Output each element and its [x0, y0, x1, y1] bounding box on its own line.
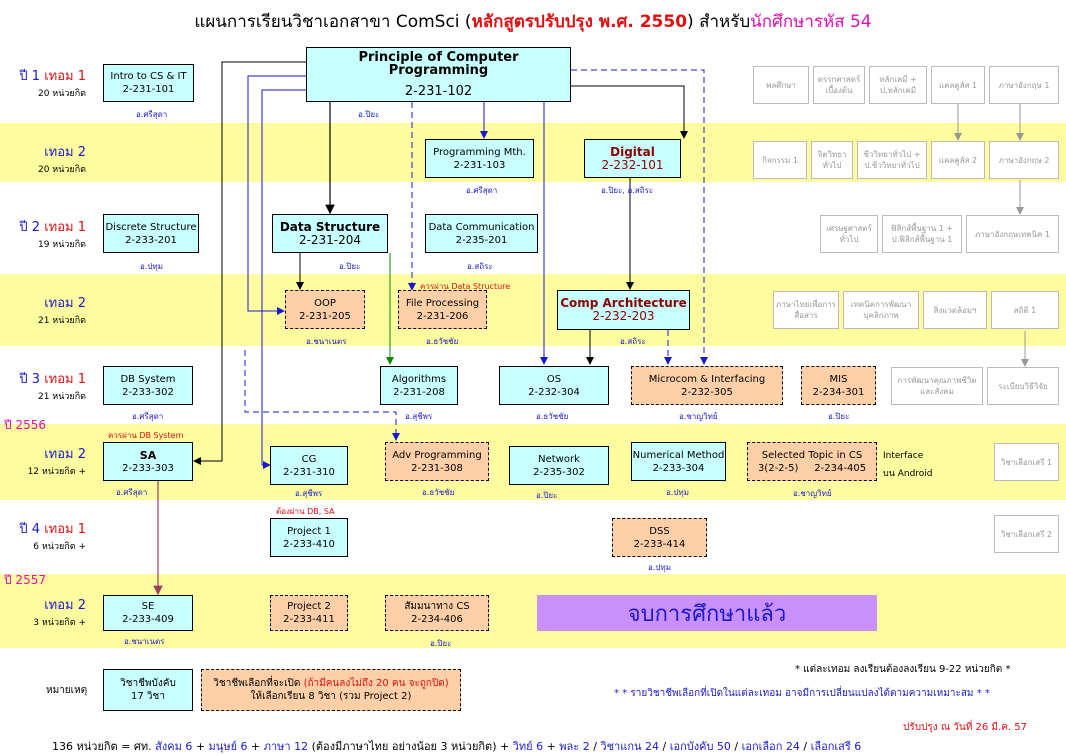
teacher-sa: อ.ศรีสุดา — [116, 488, 148, 497]
teacher-adv-programming: อ.ธวัชชัย — [422, 488, 455, 497]
gen-r3-0: เศรษฐศาสตร์ทั่วไป — [820, 215, 878, 253]
gen-r5-0: การพัฒนาคุณภาพชีวิตและสังคม — [891, 367, 983, 405]
note-credits-per-term: * แต่ละเทอม ลงเรียนต้องลงเรียน 9-22 หน่ว… — [795, 664, 1011, 675]
teacher-data-structure: อ.ปิยะ — [339, 262, 361, 271]
gen-r1-2: หลักเคมี + ป.หลักเคมี — [869, 66, 927, 104]
updated-date: ปรับปรุง ณ วันที่ 26 มี.ค. 57 — [903, 722, 1027, 733]
teacher-data-comm: อ.สถิระ — [467, 262, 493, 271]
gen-r4-0: ภาษาไทยเพื่อการสื่อสาร — [773, 291, 839, 329]
teacher-intro: อ.ศรีสุดา — [136, 110, 168, 119]
gen-r2-4: ภาษาอังกฤษ 2 — [989, 141, 1059, 179]
legend-elective-box: วิชาชีพเลือกที่จะเปิด (ถ้ามีคนลงไม่ถึง 2… — [201, 669, 461, 711]
gen-r1-0: พลศึกษา — [753, 66, 809, 104]
fp-prereq-note: ควรผ่าน Data Structure — [420, 282, 511, 291]
teacher-os: อ.ธวัชชัย — [536, 412, 569, 421]
teacher-dss: อ.ปทุม — [648, 563, 671, 572]
year-mark-2557: ปี 2557 — [4, 573, 46, 587]
sa-prereq-note: ควรผ่าน DB System — [108, 431, 184, 440]
teacher-cg: อ.สุชีพร — [295, 489, 323, 498]
gen-r4-1: เทคนิคการพัฒนาบุคลิกภาพ — [843, 291, 919, 329]
teacher-se: อ.ชนาเนตร — [124, 637, 165, 646]
teacher-pcp: อ.ปิยะ — [358, 110, 380, 119]
course-prog-mth[interactable]: Programming Mth.2-231-103 — [425, 139, 534, 178]
gen-r2-3: แคลคูลัส 2 — [931, 141, 985, 179]
legend-label: หมายเหตุ — [46, 685, 88, 696]
gen-r6-0: วิชาเลือกเสรี 1 — [994, 443, 1059, 481]
teacher-comp-arch: อ.สถิระ — [620, 337, 646, 346]
gen-r5-1: ระเบียบวิธีวิจัย — [987, 367, 1059, 405]
teacher-numerical: อ.ปทุม — [666, 488, 689, 497]
teacher-discrete: อ.ปทุม — [140, 262, 163, 271]
graduated-banner: จบการศึกษาแล้ว — [537, 595, 877, 631]
teacher-seminar: อ.ปิยะ — [430, 639, 452, 648]
gen-r2-2: ชีววิทยาทั่วไป + ป.ชีววิทยาทั่วไป — [857, 141, 927, 179]
teacher-mis: อ.ปิยะ — [828, 412, 850, 421]
page-title: แผนการเรียนวิชาเอกสาขา ComSci (หลักสูตรป… — [194, 12, 872, 32]
teacher-oop: อ.ชนาเนตร — [306, 337, 347, 346]
gen-r1-1: ตรรกศาสตร์เบื้องต้น — [813, 66, 865, 104]
gen-r3-2: ภาษาอังกฤษเทคนิค 1 — [966, 215, 1059, 253]
teacher-db-system: อ.ศรีสุดา — [132, 412, 164, 421]
p1-prereq-note: ต้องผ่าน DB, SA — [276, 507, 335, 516]
gen-r7-0: วิชาเลือกเสรี 2 — [994, 515, 1059, 553]
gen-r4-2: สิ่งแวดล้อมฯ — [923, 291, 987, 329]
teacher-selected-topic: อ.ชาญวิทย์ — [793, 489, 832, 498]
gen-r1-3: แคลคูลัส 1 — [931, 66, 985, 104]
gen-r2-1: จิตวิทยาทั่วไป — [811, 141, 853, 179]
gen-r2-0: กิจกรรม 1 — [753, 141, 807, 179]
teacher-algorithms: อ.สุชีพร — [405, 412, 433, 421]
year-mark-2556: ปี 2556 — [4, 418, 46, 432]
credit-summary: 136 หน่วยกิต = ศท. สังคม 6 + มนุษย์ 6 + … — [52, 740, 862, 753]
teacher-file-processing: อ.ธวัชชัย — [426, 337, 459, 346]
teacher-network: อ.ปิยะ — [536, 491, 558, 500]
gen-r1-4: ภาษาอังกฤษ 1 — [989, 66, 1059, 104]
note-elective-change: * * รายวิชาชีพเลือกที่เปิดในแต่ละเทอม อา… — [614, 688, 990, 699]
gen-r4-3: สถิติ 1 — [991, 291, 1059, 329]
teacher-digital: อ.ปิยะ, อ.สถิระ — [601, 186, 654, 195]
teacher-microcom: อ.ชาญวิทย์ — [679, 412, 718, 421]
teacher-prog-mth: อ.ศรีสุดา — [466, 186, 498, 195]
gen-r3-1: ฟิสิกส์พื้นฐาน 1 + ป.ฟิสิกส์พื้นฐาน 1 — [882, 215, 962, 253]
